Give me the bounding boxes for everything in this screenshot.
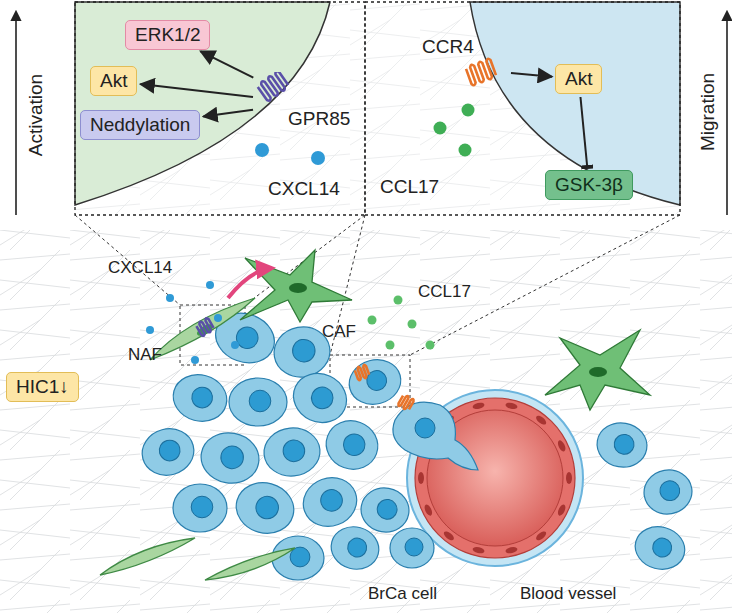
node-text: GPR85: [288, 108, 350, 130]
arrow: [511, 73, 552, 77]
node-text: Akt: [100, 70, 127, 91]
node-text: Neddylation: [90, 114, 190, 135]
label: CXCL14: [108, 258, 172, 278]
arrow: [140, 84, 253, 97]
label: Blood vessel: [520, 584, 616, 604]
label: CCL17: [380, 176, 439, 198]
arrow: [201, 51, 254, 77]
inhibition-line: [580, 97, 587, 167]
axis-label: Activation: [26, 74, 46, 156]
node-text: CCR4: [422, 36, 474, 58]
label: NAF: [128, 345, 162, 365]
protein-box: ERK1/2: [125, 20, 210, 50]
arrow: [203, 110, 253, 117]
label: CCL17: [418, 282, 471, 302]
node-text: GSK-3β: [555, 174, 623, 195]
label: BrCa cell: [368, 584, 437, 604]
protein-box: GSK-3β: [545, 170, 633, 200]
node-text: ERK1/2: [135, 24, 200, 45]
protein-box: HIC1↓: [6, 372, 79, 402]
label: CXCL14: [268, 178, 340, 200]
node-text: HIC1↓: [16, 376, 69, 397]
label: CAF: [322, 322, 356, 342]
node-text: Akt: [565, 68, 592, 89]
protein-box: Akt: [90, 66, 137, 96]
protein-box: Akt: [555, 64, 602, 94]
receptor: GPR85: [256, 72, 352, 134]
axis-label: Migration: [698, 73, 718, 151]
receptor: CCR4: [420, 36, 508, 102]
protein-box: Neddylation: [80, 110, 200, 140]
